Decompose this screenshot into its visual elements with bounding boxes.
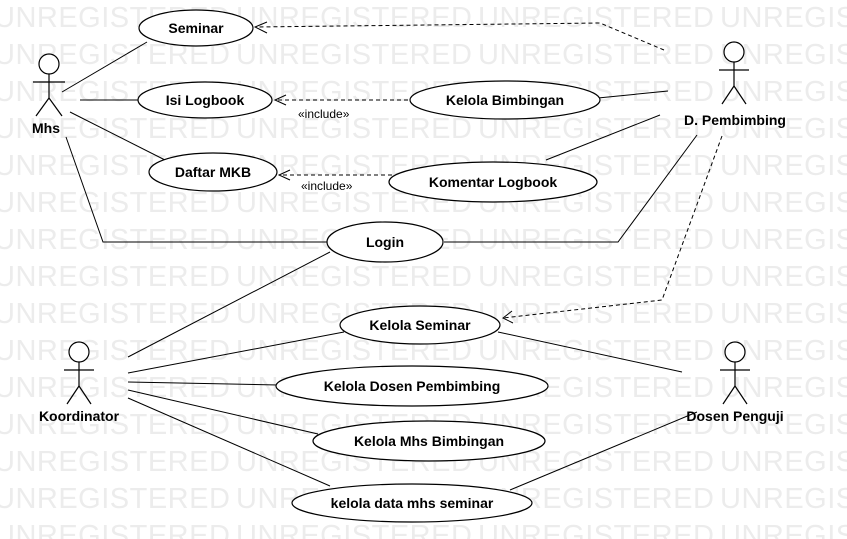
watermark-text: UNREGISTERED xyxy=(478,261,714,293)
watermark-text: UNREGISTERED xyxy=(0,372,230,404)
use-case-label: Komentar Logbook xyxy=(429,174,558,190)
arrow-head xyxy=(253,21,268,34)
stick-figure-icon xyxy=(64,341,94,405)
actor-koordinator[interactable]: Koordinator xyxy=(39,341,120,424)
use-case-label: Kelola Dosen Pembimbing xyxy=(324,378,501,394)
association-line xyxy=(127,389,319,435)
watermark-text: UNREGISTERED xyxy=(478,335,714,367)
watermark-text: UNREGISTERED xyxy=(720,261,847,293)
stick-figure-icon xyxy=(720,341,750,405)
watermark-text: UNREGISTERED xyxy=(0,483,230,515)
arrow-head xyxy=(277,169,291,181)
association-line xyxy=(65,136,330,243)
watermark-text: UNREGISTERED xyxy=(478,520,714,539)
watermark-text: UNREGISTERED xyxy=(478,2,714,34)
watermark-text: UNREGISTERED xyxy=(0,520,230,539)
watermark-text: UNREGISTERED xyxy=(720,187,847,219)
use-case-kelola-dosen-pembimbing[interactable]: Kelola Dosen Pembimbing xyxy=(275,365,549,407)
association-line xyxy=(444,134,698,243)
association-line xyxy=(545,114,661,161)
actor-label: D. Pembimbing xyxy=(684,112,786,128)
dependency-line xyxy=(502,135,723,319)
watermark-text: UNREGISTERED xyxy=(236,520,472,539)
use-case-login[interactable]: Login xyxy=(326,221,444,263)
watermark-text: UNREGISTERED xyxy=(720,224,847,256)
watermark-text: UNREGISTERED xyxy=(478,224,714,256)
use-case-kelola-data-mhs-seminar[interactable]: kelola data mhs seminar xyxy=(291,483,533,523)
associations xyxy=(61,41,698,491)
association-line xyxy=(497,331,683,373)
use-case-label: Kelola Bimbingan xyxy=(446,92,564,108)
actor-label: Koordinator xyxy=(39,408,120,424)
watermark-text: UNREGISTERED xyxy=(720,76,847,108)
watermark-text: UNREGISTERED xyxy=(0,187,230,219)
watermark-text: UNREGISTERED xyxy=(0,446,230,478)
association-line xyxy=(127,381,279,386)
watermark-text: UNREGISTERED xyxy=(720,483,847,515)
association-line xyxy=(597,90,669,99)
use-case-kelola-mhs-bimbingan[interactable]: Kelola Mhs Bimbingan xyxy=(312,420,546,462)
use-case-seminar[interactable]: Seminar xyxy=(138,9,254,47)
watermark-text: UNREGISTERED xyxy=(720,409,847,441)
watermark-text: UNREGISTERED xyxy=(720,2,847,34)
watermark-text: UNREGISTERED xyxy=(0,335,230,367)
include-label: «include» xyxy=(298,107,350,121)
use-case-label: Isi Logbook xyxy=(166,92,245,108)
association-line xyxy=(69,111,166,161)
actor-d-pembimbing[interactable]: D. Pembimbing xyxy=(684,41,786,128)
use-case-daftar-mkb[interactable]: Daftar MKB xyxy=(148,152,278,192)
watermark-text: UNREGISTERED xyxy=(478,39,714,71)
stick-figure-icon xyxy=(33,53,65,117)
watermark-text: UNREGISTERED xyxy=(236,113,472,145)
use-case-kelola-bimbingan[interactable]: Kelola Bimbingan xyxy=(409,80,601,120)
watermark-text: UNREGISTERED xyxy=(720,446,847,478)
use-case-label: Login xyxy=(366,234,404,250)
watermark-text: UNREGISTERED xyxy=(236,39,472,71)
dependencies xyxy=(253,21,723,324)
stick-figure-icon xyxy=(719,41,749,105)
arrow-head xyxy=(273,94,287,106)
association-line xyxy=(127,331,345,374)
association-line xyxy=(61,41,148,93)
use-case-komentar-logbook[interactable]: Komentar Logbook xyxy=(388,161,598,203)
arrow-head xyxy=(502,310,514,324)
watermark-text: UNREGISTERED xyxy=(720,113,847,145)
watermark-text: UNREGISTERED xyxy=(720,298,847,330)
watermark-text: UNREGISTERED xyxy=(720,372,847,404)
use-case-label: Daftar MKB xyxy=(175,164,251,180)
watermark-text: UNREGISTERED xyxy=(236,2,472,34)
watermark-text: UNREGISTERED xyxy=(720,150,847,182)
actor-label: Dosen Penguji xyxy=(686,408,783,424)
use-case-label: Seminar xyxy=(168,20,224,36)
association-line xyxy=(509,411,698,491)
watermark-text: UNREGISTERED xyxy=(0,298,230,330)
use-case-label: kelola data mhs seminar xyxy=(331,495,494,511)
include-label: «include» xyxy=(301,179,353,193)
watermark-text: UNREGISTERED xyxy=(236,261,472,293)
watermark-text: UNREGISTERED xyxy=(0,113,230,145)
use-case-isi-logbook[interactable]: Isi Logbook xyxy=(137,81,273,119)
association-line xyxy=(127,251,331,358)
use-case-kelola-seminar[interactable]: Kelola Seminar xyxy=(339,305,501,345)
watermark-text: UNREGISTERED xyxy=(720,520,847,539)
actor-dosen-penguji[interactable]: Dosen Penguji xyxy=(686,341,784,424)
watermark-text: UNREGISTERED xyxy=(0,409,230,441)
association-line xyxy=(127,397,331,487)
use-case-label: Kelola Mhs Bimbingan xyxy=(354,433,504,449)
watermark-text: UNREGISTERED xyxy=(0,261,230,293)
watermark-text: UNREGISTERED xyxy=(0,224,230,256)
watermark-text: UNREGISTERED xyxy=(478,298,714,330)
dependency-line xyxy=(254,22,665,51)
actor-mhs[interactable]: Mhs xyxy=(32,53,65,136)
actor-label: Mhs xyxy=(32,120,60,136)
use-case-label: Kelola Seminar xyxy=(369,317,471,333)
